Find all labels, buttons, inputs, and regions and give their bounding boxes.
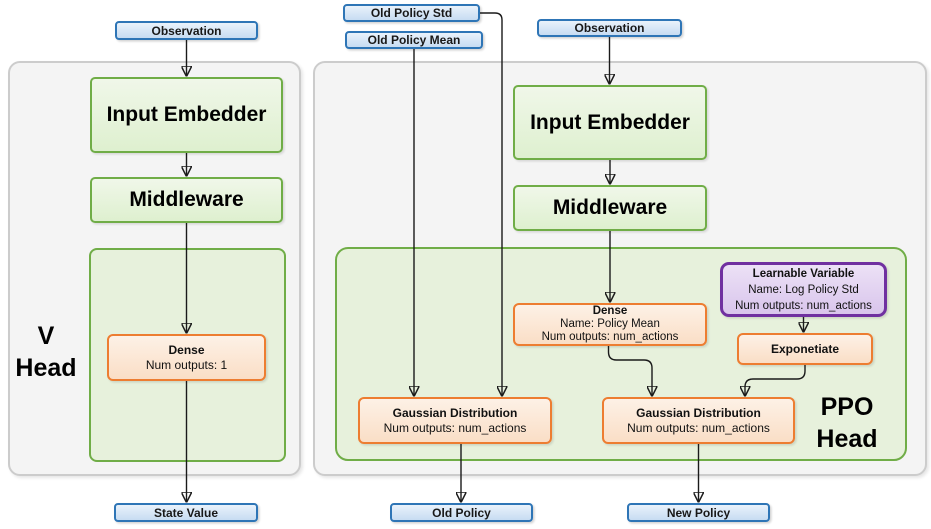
ppo-new-policy-node: New Policy	[627, 503, 770, 522]
ppo-exponetiate-label: Exponetiate	[770, 342, 839, 356]
ppo-head-label-line1: PPO	[820, 393, 874, 421]
ppo-learnable-variable-node: Learnable Variable Name: Log Policy Std …	[720, 262, 887, 317]
v-input-embedder-label: Input Embedder	[106, 103, 267, 126]
ppo-dense-title: Dense	[592, 305, 628, 317]
v-head-label: V Head	[6, 320, 86, 384]
ppo-observation-node: Observation	[537, 19, 682, 37]
ppo-old-policy-node: Old Policy	[390, 503, 533, 522]
ppo-old-policy-mean-label: Old Policy Mean	[367, 33, 461, 47]
ppo-head-label: PPO Head	[801, 391, 893, 455]
v-state-value-label: State Value	[153, 505, 219, 520]
ppo-gaussian-old-node: Gaussian Distribution Num outputs: num_a…	[358, 397, 552, 444]
v-state-value-node: State Value	[114, 503, 258, 522]
v-head-label-line2: Head	[15, 354, 77, 382]
v-dense-title: Dense	[168, 342, 205, 357]
v-input-embedder-node: Input Embedder	[90, 77, 283, 153]
ppo-gaussian-new-node: Gaussian Distribution Num outputs: num_a…	[602, 397, 795, 444]
ppo-gaussian-old-title: Gaussian Distribution	[392, 405, 518, 420]
ppo-dense-node: Dense Name: Policy Mean Num outputs: num…	[513, 303, 707, 346]
ppo-learnable-variable-name: Name: Log Policy Std	[748, 283, 859, 296]
ppo-middleware-node: Middleware	[513, 185, 707, 231]
ppo-old-policy-std-label: Old Policy Std	[370, 6, 453, 20]
ppo-learnable-variable-title: Learnable Variable	[752, 267, 855, 280]
ppo-head-label-line2: Head	[816, 425, 878, 453]
ppo-middleware-label: Middleware	[552, 196, 668, 219]
v-middleware-node: Middleware	[90, 177, 283, 223]
ppo-observation-label: Observation	[574, 21, 645, 35]
v-head-label-line1: V	[37, 322, 55, 350]
ppo-gaussian-old-outputs: Num outputs: num_actions	[383, 420, 527, 435]
ppo-old-policy-std-node: Old Policy Std	[343, 4, 480, 22]
ppo-gaussian-new-title: Gaussian Distribution	[636, 405, 761, 420]
ppo-dense-outputs: Num outputs: num_actions	[541, 331, 679, 343]
ppo-old-policy-mean-node: Old Policy Mean	[345, 31, 483, 49]
ppo-dense-name: Name: Policy Mean	[560, 318, 660, 330]
v-observation-label: Observation	[151, 23, 222, 38]
ppo-gaussian-new-outputs: Num outputs: num_actions	[627, 420, 770, 435]
v-middleware-label: Middleware	[129, 188, 244, 211]
ppo-input-embedder-label: Input Embedder	[530, 110, 690, 134]
v-observation-node: Observation	[115, 21, 258, 40]
ppo-exponetiate-node: Exponetiate	[737, 333, 873, 365]
ppo-learnable-variable-outputs: Num outputs: num_actions	[735, 299, 872, 312]
ppo-old-policy-label: Old Policy	[432, 505, 491, 520]
v-dense-outputs: Num outputs: 1	[145, 357, 228, 372]
ppo-new-policy-label: New Policy	[666, 505, 731, 520]
ppo-input-embedder-node: Input Embedder	[513, 85, 707, 160]
v-dense-node: Dense Num outputs: 1	[107, 334, 266, 381]
